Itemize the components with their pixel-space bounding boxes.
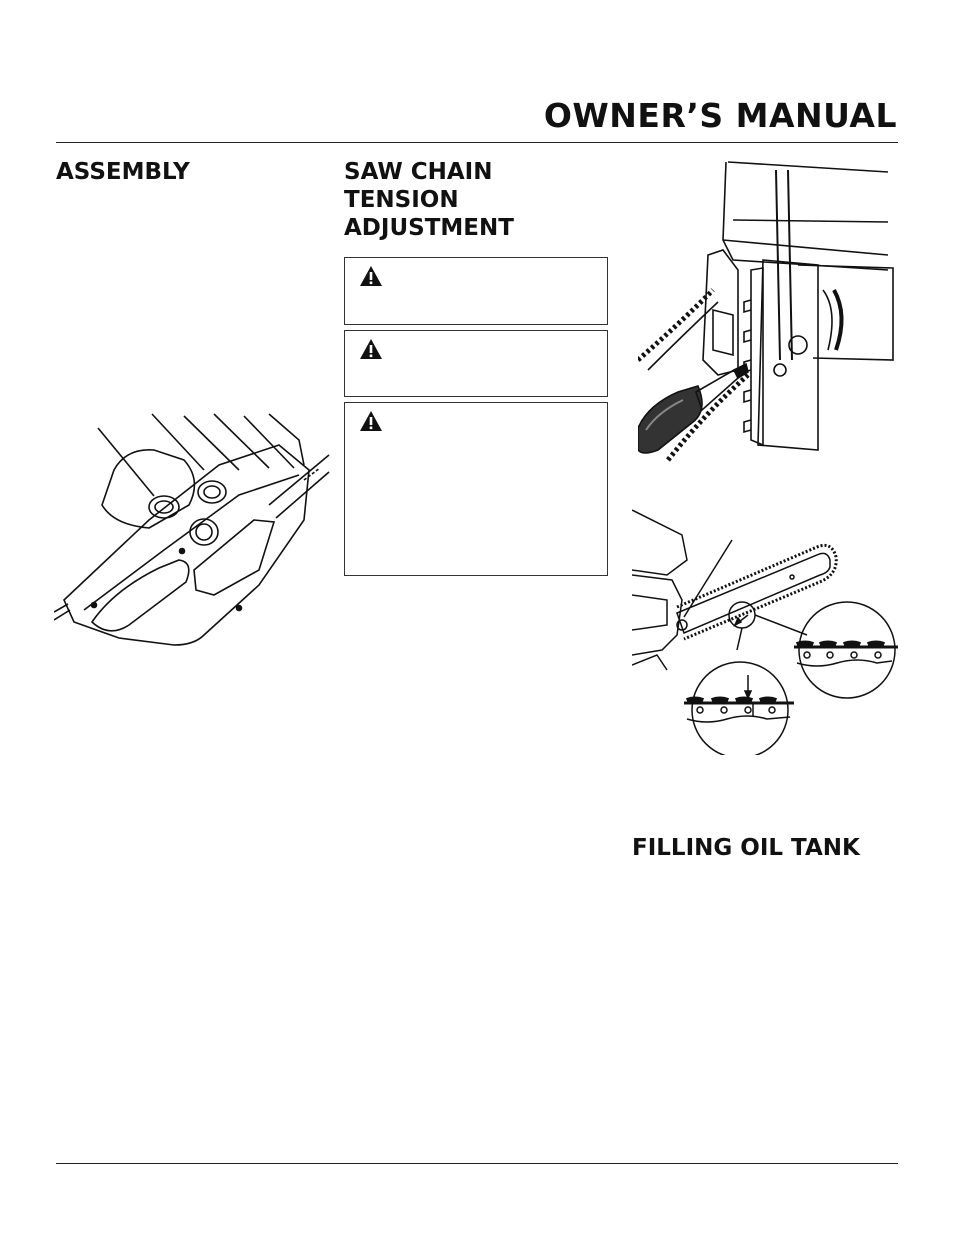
screwdriver-adjustment-illustration [638,160,898,462]
tension-heading: SAW CHAIN TENSION ADJUSTMENT [344,158,514,242]
tension-heading-line-3: ADJUSTMENT [344,215,514,241]
header-rule [56,142,898,143]
footer-rule [56,1163,898,1164]
warning-box-3 [344,402,608,576]
warning-triangle-icon [360,411,382,431]
warning-triangle-icon [360,266,382,286]
chainsaw-body-illustration [54,410,334,670]
page-title: OWNER’S MANUAL [543,96,897,135]
warning-box-1 [344,257,608,325]
tension-heading-line-2: TENSION [344,187,459,213]
warning-triangle-icon [360,339,382,359]
tension-heading-line-1: SAW CHAIN [344,159,493,185]
chain-bar-detail-illustration [632,505,898,755]
assembly-heading: ASSEMBLY [56,159,190,185]
warning-box-2 [344,330,608,397]
oil-tank-heading: FILLING OIL TANK [632,835,860,861]
